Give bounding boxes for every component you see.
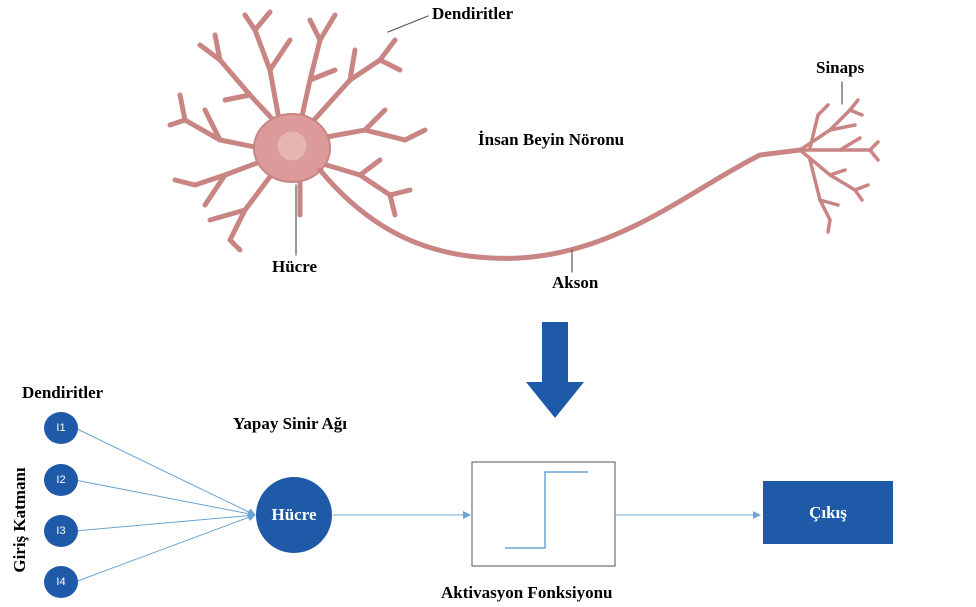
activation-box	[472, 462, 615, 566]
output-label: Çıkış	[809, 503, 847, 523]
neuron-cell-label: Hücre	[272, 257, 317, 277]
neuron-synapse-label: Sinaps	[816, 58, 864, 78]
input-node-label: I3	[56, 525, 65, 537]
activation-function-label: Aktivasyon Fonksiyonu	[441, 583, 612, 603]
input-layer-label: Giriş Katmanı	[10, 467, 30, 572]
neuron-nucleus	[277, 131, 307, 161]
input-node-label: I2	[56, 474, 65, 486]
input-connections	[75, 428, 255, 582]
neuron-dendrites-label: Dendiritler	[432, 4, 513, 24]
neuron-title: İnsan Beyin Nöronu	[478, 130, 624, 150]
ann-dendrites-label: Dendiritler	[22, 383, 103, 403]
input-node-label: I1	[56, 422, 65, 434]
ann-title: Yapay Sinir Ağı	[233, 414, 347, 434]
input-node-label: I4	[56, 576, 65, 588]
neuron-synapse-terminals	[800, 100, 878, 232]
ann-cell-label: Hücre	[271, 505, 316, 525]
transform-arrow	[526, 322, 584, 418]
input-nodes	[44, 412, 78, 598]
dendrites-callout	[388, 16, 428, 32]
neuron-axon-label: Akson	[552, 273, 598, 293]
